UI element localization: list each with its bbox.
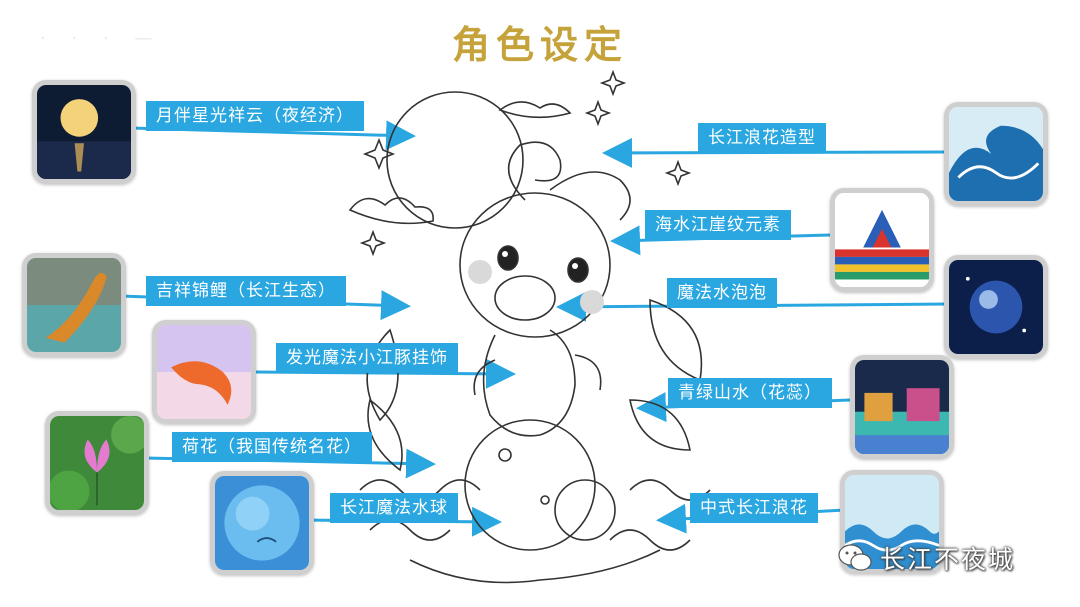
label-water-ball: 长江魔法水球 <box>330 493 458 523</box>
thumb-magic-bubble <box>944 255 1048 359</box>
glowing-fish-image <box>157 325 251 419</box>
thumb-moon-night <box>32 80 136 184</box>
label-wave-shape: 长江浪花造型 <box>698 123 826 153</box>
head-outline <box>459 192 611 338</box>
page-title: 角色设定 <box>451 22 628 67</box>
thumb-water-ball <box>210 471 314 575</box>
thumb-lotus <box>45 411 149 515</box>
label-koi: 吉祥锦鲤（长江生态） <box>146 276 346 306</box>
koi-image <box>27 258 121 352</box>
wave-image <box>949 107 1043 201</box>
water-ball-outline <box>464 419 596 551</box>
sea-cliff-pattern-image <box>835 193 929 287</box>
wechat-icon <box>838 544 872 571</box>
water-ball-image <box>215 476 309 570</box>
label-chinese-wave: 中式长江浪花 <box>690 493 818 523</box>
bubble-image <box>949 260 1043 354</box>
label-moon-cloud: 月伴星光祥云（夜经济） <box>146 101 364 131</box>
thumb-glowing-dolphin <box>152 320 256 424</box>
label-lotus: 荷花（我国传统名花） <box>172 432 372 462</box>
landscape-image <box>855 360 949 454</box>
thumb-sea-cliff-pattern <box>830 188 934 292</box>
watermark-text: 长江不夜城 <box>880 545 1016 574</box>
lotus-image <box>50 416 144 510</box>
thumb-green-landscape <box>850 355 954 459</box>
label-green-landscape: 青绿山水（花蕊） <box>668 378 832 408</box>
thumb-koi <box>22 253 126 357</box>
watermark: 长江不夜城 <box>838 540 1015 576</box>
faint-header-decoration: · · · — <box>40 28 163 49</box>
label-sea-cliff: 海水江崖纹元素 <box>645 210 791 240</box>
moon-night-image <box>37 85 131 179</box>
thumb-wave <box>944 102 1048 206</box>
label-magic-bubble: 魔法水泡泡 <box>667 278 777 308</box>
label-glowing-dolphin-pendant: 发光魔法小江豚挂饰 <box>276 343 458 373</box>
moon-outline <box>386 91 524 229</box>
